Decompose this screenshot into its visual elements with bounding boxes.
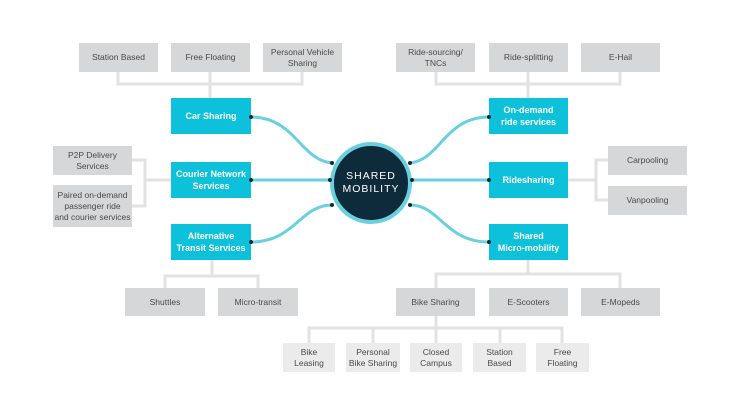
carpooling[interactable]: Carpooling	[608, 146, 687, 175]
car-sharing-node[interactable]: Car Sharing	[171, 98, 251, 134]
personal-bike-sharing[interactable]: Personal Bike Sharing	[346, 343, 400, 372]
connector-dot	[487, 115, 491, 119]
connector-dot	[410, 178, 414, 182]
e-mopeds[interactable]: E-Mopeds	[581, 288, 660, 316]
bike-free-floating[interactable]: Free Floating	[536, 343, 589, 372]
bike-leasing[interactable]: Bike Leasing	[283, 343, 335, 372]
shared-mobility-hub[interactable]: SHARED MOBILITY	[330, 142, 412, 224]
connector-dot	[408, 203, 412, 207]
connector-dot	[487, 240, 491, 244]
alternative-transit-node[interactable]: Alternative Transit Services	[171, 224, 251, 260]
connector-dot	[330, 203, 334, 207]
p2p-delivery-services[interactable]: P2P Delivery Services	[53, 146, 132, 175]
courier-network-node[interactable]: Courier Network Services	[171, 162, 251, 198]
micro-mobility-node[interactable]: Shared Micro-mobility	[489, 224, 568, 260]
closed-campus[interactable]: Closed Campus	[410, 343, 462, 372]
connector-dot	[330, 161, 334, 165]
ride-sourcing-tncs[interactable]: Ride-sourcing/ TNCs	[396, 43, 475, 72]
e-hail[interactable]: E-Hail	[581, 43, 660, 72]
connector-dot	[408, 161, 412, 165]
connector-dot	[487, 178, 491, 182]
ride-splitting[interactable]: Ride-splitting	[489, 43, 568, 72]
personal-vehicle-sharing[interactable]: Personal Vehicle Sharing	[263, 43, 342, 72]
connector-dot	[328, 178, 332, 182]
bike-station-based[interactable]: Station Based	[473, 343, 526, 372]
car-sharing-station-based[interactable]: Station Based	[79, 43, 158, 72]
connector-dot	[249, 115, 253, 119]
bike-sharing[interactable]: Bike Sharing	[396, 288, 475, 316]
micro-transit[interactable]: Micro-transit	[218, 288, 298, 316]
on-demand-ride-node[interactable]: On-demand ride services	[489, 98, 568, 134]
vanpooling[interactable]: Vanpooling	[608, 186, 687, 215]
shuttles[interactable]: Shuttles	[125, 288, 205, 316]
ridesharing-node[interactable]: Ridesharing	[489, 162, 568, 198]
connector-dot	[249, 240, 253, 244]
e-scooters[interactable]: E-Scooters	[489, 288, 568, 316]
connector-dot	[249, 178, 253, 182]
paired-ride-courier-services[interactable]: Paired on-demand passenger ride and cour…	[53, 185, 132, 227]
car-sharing-free-floating[interactable]: Free Floating	[171, 43, 250, 72]
